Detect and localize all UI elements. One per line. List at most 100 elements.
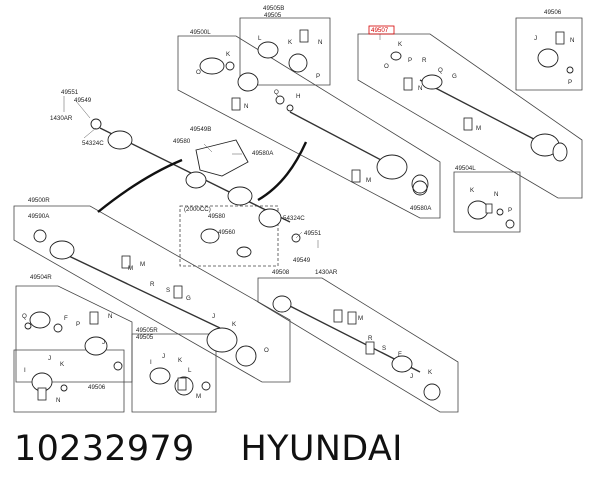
part-letter: M [366,177,371,184]
joint-shape [199,57,225,75]
part-letter: F [398,351,402,358]
part-letter: G [452,73,457,80]
label-49549-b: 49549 [293,257,311,264]
grease-tube [89,311,99,325]
label-49590A: 49590A [28,213,50,220]
grease-tube [463,117,473,131]
part-letter: K [60,361,65,368]
panel-49507 [357,33,583,199]
label-54324C-a: 54324C [82,140,104,147]
grease-tube [231,97,241,111]
part-letter: Q [274,89,279,96]
grease-tubes [37,29,565,401]
panel-49506-top [515,17,583,91]
part-letter: K [398,41,403,48]
label-49506-bottom: 49506 [88,384,106,391]
panel-2000cc [179,205,279,267]
grease-tube [485,203,493,214]
clamp-ring [291,233,301,243]
label-49549-a: 49549 [74,97,92,104]
clamp-ring [275,95,285,105]
part-letter: R [422,57,427,64]
grease-tube [365,341,375,355]
joint-shape [107,130,133,150]
label-49551-b: 49551 [304,230,322,237]
clamp-ring [201,381,211,391]
boot-shape [376,154,408,180]
clamp-ring [24,322,32,330]
label-49504L: 49504L [455,165,476,172]
grease-tube [351,169,361,183]
part-letter: M [358,315,363,322]
part-letter: J [410,373,413,380]
part-letter: N [56,397,60,404]
grease-tube [333,309,343,323]
part-letter: N [318,39,322,46]
part-letter: Q [438,67,443,74]
label-49504R: 49504R [30,274,52,281]
part-letter: K [470,187,475,194]
part-letter: P [508,207,512,214]
part-letter: M [140,261,145,268]
part-letter: N [108,313,112,320]
leader-line [83,127,97,139]
clamp-ring [505,219,515,229]
leader-lines [63,34,381,248]
label-49505B: 49505B [263,5,284,12]
grease-tube [37,387,47,401]
boot-shape [537,48,559,68]
shaft-49500R [51,247,221,329]
part-letter: K [232,321,237,328]
clamp-ring [90,118,102,130]
label-49580A-b: 49580A [410,205,432,212]
part-letter: I [24,367,26,374]
label-49560: 49560 [218,229,236,236]
clamp-ring [60,384,68,392]
part-letter: O [264,347,269,354]
leader-line [203,143,213,153]
label-49506-top: 49506 [544,9,562,16]
clamp-ring [113,361,123,371]
joint-shape [235,345,257,367]
panel-49505-top [239,17,331,86]
label-1430AR-b: 1430AR [315,269,338,276]
label-49507: 49507 [371,27,389,34]
clamp-ring [33,229,47,243]
part-letter: P [316,73,320,80]
boot-shape [288,53,308,73]
boot-shape [421,74,443,90]
part-letter: O [384,63,389,70]
label-49505: 49505 [264,12,282,19]
shaft-49507 [419,79,556,151]
part-letter: S [166,287,170,294]
clamp-ring [286,104,294,112]
part-letter: L [258,35,262,42]
panel-49506-bottom [13,349,125,413]
part-letter: N [494,191,498,198]
part-letter: G [186,295,191,302]
part-letter: M [196,393,201,400]
part-letter: Q [22,313,27,320]
panel-49500R [13,205,291,383]
joint-shape [200,228,220,244]
label-49549B: 49549B [190,126,211,133]
label-54324C-b: 54324C [283,215,305,222]
panel-49500L [177,35,441,219]
part-letter: N [570,37,574,44]
boot-shape [467,200,489,220]
panel-49504L [453,171,521,233]
panel-outlines [13,17,583,413]
joint-shape [272,295,292,313]
joint-shape [236,246,252,258]
clamp-ring [412,180,428,196]
grease-tube [177,377,187,391]
joint-shapes [29,41,568,396]
boot-shape [29,311,51,329]
part-letter: I [150,359,152,366]
leader-line [295,231,303,239]
label-49500R: 49500R [28,197,50,204]
joint-shape [84,336,108,356]
clamp-ring [53,323,63,333]
leader-line [75,100,91,119]
grease-tube [299,29,309,43]
